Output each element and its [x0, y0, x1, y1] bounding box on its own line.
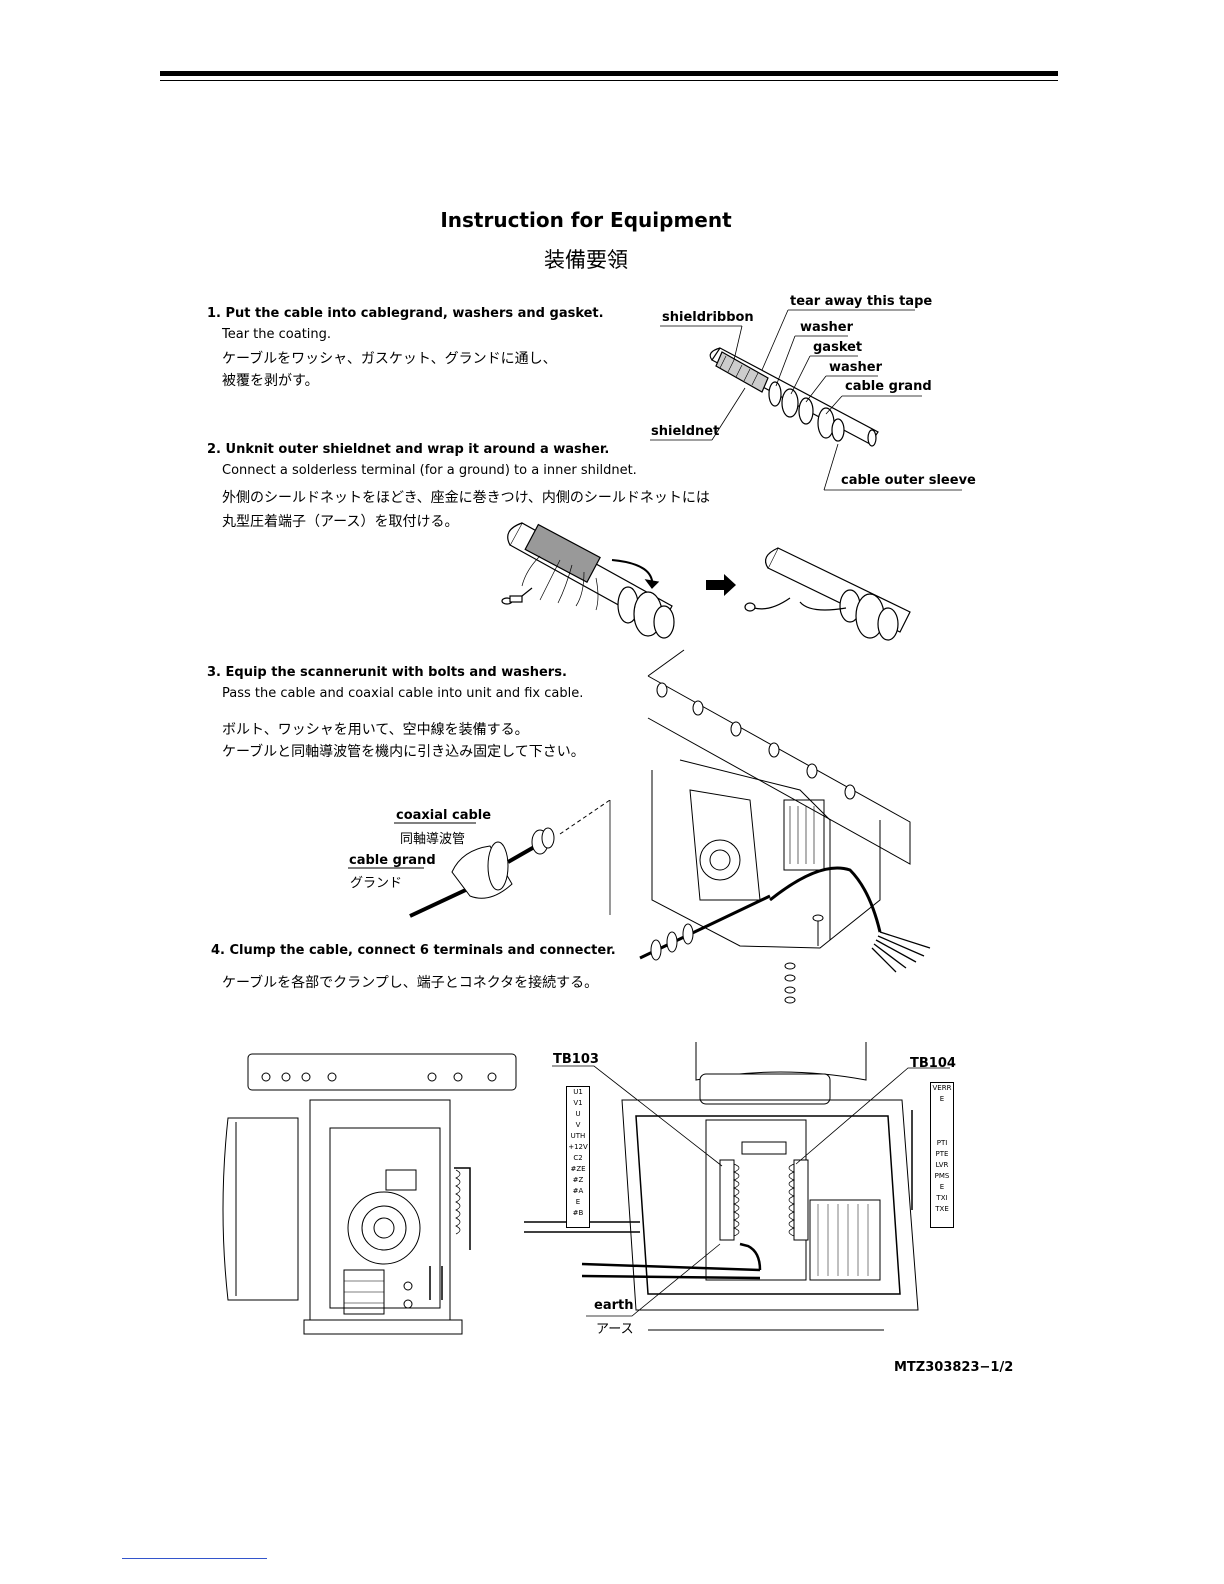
tb103-term: #ZE — [570, 1165, 586, 1173]
tb103-term: V — [575, 1121, 581, 1129]
tb104-term: PTE — [935, 1150, 949, 1158]
label-gasket: gasket — [813, 340, 863, 355]
step-4-line1: 4. Clump the cable, connect 6 terminals … — [211, 943, 616, 958]
label-earth-jp: アース — [596, 1322, 634, 1337]
step-4-jp1: ケーブルを各部でクランプし、端子とコネクタを接続する。 — [222, 975, 599, 991]
step-1-jp1: ケーブルをワッシャ、ガスケット、グランドに通し、 — [222, 351, 557, 367]
step-3-jp2: ケーブルと同軸導波管を機内に引き込み固定して下さい。 — [222, 744, 585, 760]
label-shieldnet: shieldnet — [651, 424, 720, 439]
tb103-term: UTH — [570, 1132, 586, 1140]
step-2-jp2: 丸型圧着端子（アース）を取付ける。 — [222, 514, 459, 530]
document-number: MTZ303823−1/2 — [894, 1360, 1014, 1375]
tb104-term: TXE — [935, 1205, 949, 1213]
tb103-terminal-list: U1 V1 U V UTH +12V C2 #ZE #Z #A E #B — [566, 1086, 590, 1228]
label-coaxial-cable-jp: 同軸導波管 — [400, 832, 466, 847]
step-2-line2: Connect a solderless terminal (for a gro… — [222, 463, 637, 478]
tb104-term — [931, 1127, 953, 1138]
label-tb104: TB104 — [910, 1056, 956, 1071]
tb104-terminal-list: VERR E PTI PTE LVR PMS E TXI TXE — [930, 1082, 954, 1228]
tb104-term: E — [939, 1095, 945, 1103]
tb103-term: #A — [572, 1187, 584, 1195]
label-shieldribbon: shieldribbon — [662, 310, 754, 325]
tb104-term: E — [939, 1183, 945, 1191]
tb103-term: V1 — [573, 1099, 583, 1107]
page-title: Instruction for Equipment — [440, 208, 732, 232]
footnote-separator — [122, 1558, 267, 1559]
step-1-line1: 1. Put the cable into cablegrand, washer… — [207, 306, 604, 321]
label-outer-sleeve: cable outer sleeve — [841, 473, 976, 488]
tb103-term: +12V — [568, 1143, 588, 1151]
label-washer-1: washer — [800, 320, 854, 335]
step-1-line2: Tear the coating. — [222, 327, 332, 342]
step-2-jp1: 外側のシールドネットをほどき、座金に巻きつけ、内側のシールドネットには — [222, 490, 710, 506]
tb104-term — [931, 1105, 953, 1116]
tb104-term: PTI — [936, 1139, 948, 1147]
step-3-line2: Pass the cable and coaxial cable into un… — [222, 686, 584, 701]
step-3-line1: 3. Equip the scannerunit with bolts and … — [207, 665, 567, 680]
label-coaxial-cable: coaxial cable — [396, 808, 492, 823]
step-2-line1: 2. Unknit outer shieldnet and wrap it ar… — [207, 442, 610, 457]
tb103-term: E — [575, 1198, 581, 1206]
label-earth: earth — [594, 1298, 634, 1313]
header-rule-thick — [160, 71, 1058, 76]
tb104-term: TXI — [936, 1194, 948, 1202]
step-3-jp1: ボルト、ワッシャを用いて、空中線を装備する。 — [222, 722, 529, 738]
page-title-jp: 装備要領 — [544, 248, 628, 272]
step-1-jp2: 被覆を剥がす。 — [222, 373, 319, 389]
header-rule-thin — [160, 80, 1058, 81]
label-fig3-cable-grand: cable grand — [349, 853, 436, 868]
tb103-term: C2 — [573, 1154, 583, 1162]
tb103-term: U1 — [573, 1088, 583, 1096]
tb103-term: U — [575, 1110, 581, 1118]
tb104-term: PMS — [934, 1172, 950, 1180]
tb103-term: #B — [572, 1209, 584, 1217]
label-fig3-cable-grand-jp: グランド — [350, 876, 403, 891]
label-washer-2: washer — [829, 360, 883, 375]
label-cable-grand: cable grand — [845, 379, 932, 394]
label-tear-tape: tear away this tape — [790, 294, 933, 309]
label-tb103: TB103 — [553, 1052, 599, 1067]
tb103-term: #Z — [572, 1176, 584, 1184]
tb104-term — [931, 1116, 953, 1127]
tb104-term: LVR — [935, 1161, 949, 1169]
tb104-term: VERR — [932, 1084, 952, 1092]
